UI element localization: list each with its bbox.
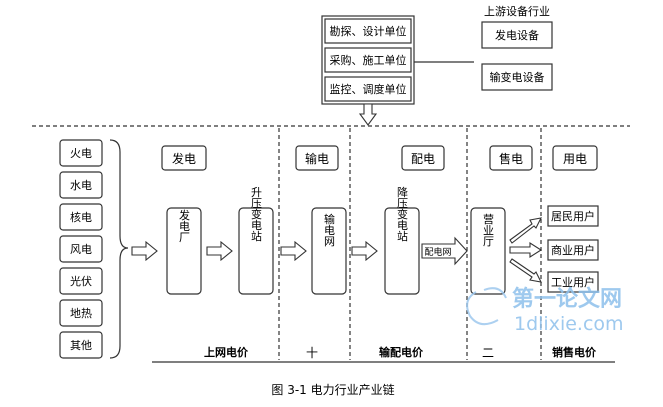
upstream-unit-box <box>324 18 412 44</box>
upstream-unit-monitoring: 监控、调度单位 <box>330 82 407 96</box>
stage-distribution: 配电 <box>411 152 435 166</box>
user-box <box>547 205 599 227</box>
stage-box <box>401 145 445 171</box>
stage-sales: 售电 <box>499 151 523 166</box>
arrow-right-icon <box>206 240 233 262</box>
source-geothermal: 地热 <box>70 307 92 320</box>
upstream-down-arrow <box>358 103 378 126</box>
stage-transmission: 输电 <box>305 151 329 166</box>
source-thermal: 火电 <box>70 147 92 160</box>
stage-box <box>161 145 207 171</box>
stage-box <box>295 145 339 171</box>
node-box <box>384 207 420 295</box>
figure-caption: 图 3-1 电力行业产业链 <box>271 382 394 397</box>
arrow-down-right-icon <box>509 258 542 283</box>
user-industrial: 工业用户 <box>551 275 595 289</box>
price-plus-sign: 十 <box>306 346 318 360</box>
arrow-right-icon <box>131 240 158 262</box>
user-residential: 居民用户 <box>551 209 595 223</box>
source-box <box>59 235 103 263</box>
price-grid: 上网电价 <box>204 345 249 359</box>
price-sales: 销售电价 <box>552 345 597 359</box>
distribution-network-arrow <box>421 236 468 266</box>
node-step-up-substation: 升压变电站 <box>250 186 263 242</box>
source-box <box>59 139 103 167</box>
stage-box <box>552 145 598 171</box>
sources-brace <box>109 139 129 359</box>
stage-consumption: 用电 <box>563 152 587 166</box>
upstream-unit-survey: 勘探、设计单位 <box>330 24 407 38</box>
stage-box <box>489 145 533 171</box>
distribution-network-label: 配电网 <box>424 246 451 258</box>
source-hydro: 水电 <box>70 179 92 192</box>
watermark-title: 第一论文网 <box>512 286 622 312</box>
upstream-unit-box <box>324 76 412 102</box>
arrow-right-icon <box>351 240 378 262</box>
source-nuclear: 核电 <box>70 210 92 224</box>
upstream-unit-procurement: 采购、施工单位 <box>330 53 407 67</box>
equipment-generation: 发电设备 <box>495 28 539 42</box>
watermark-logo-icon <box>466 291 499 326</box>
source-other: 其他 <box>70 339 92 352</box>
node-box <box>166 207 202 295</box>
source-wind: 风电 <box>70 243 92 256</box>
price-equals-sign: 二 <box>482 346 494 360</box>
upstream-equipment-group: 上游设备行业 发电设备 输变电设备 <box>414 4 553 91</box>
source-box <box>59 299 103 327</box>
node-transmission-grid: 输电网 <box>323 212 336 247</box>
upstream-unit-box <box>324 47 412 73</box>
arrow-up-right-icon <box>509 217 542 244</box>
node-power-plant: 发电厂 <box>178 208 191 242</box>
equipment-box <box>481 21 553 49</box>
user-box <box>547 239 599 261</box>
node-box <box>470 207 506 295</box>
source-box <box>59 331 103 359</box>
price-transmission-distribution: 输配电价 <box>379 345 424 359</box>
node-box <box>238 207 274 295</box>
node-step-down-substation: 降压变电站 <box>396 185 409 242</box>
energy-sources-group: 火电 水电 核电 风电 光伏 地热 其他 <box>59 139 129 359</box>
watermark: 第一论文网 1dlixie.com <box>466 286 624 335</box>
watermark-logo-icon <box>483 287 507 299</box>
source-box <box>59 203 103 231</box>
source-box <box>59 171 103 199</box>
user-commercial: 商业用户 <box>551 243 595 257</box>
source-box <box>59 267 103 295</box>
node-box <box>311 207 347 295</box>
upstream-units-group: 勘探、设计单位 采购、施工单位 监控、调度单位 <box>321 15 415 126</box>
user-box <box>547 271 599 293</box>
equipment-transmission: 输变电设备 <box>490 70 545 84</box>
equipment-box <box>481 63 553 91</box>
node-sales-hall: 营业厅 <box>482 212 495 246</box>
upstream-industry-title: 上游设备行业 <box>484 4 550 18</box>
source-solar: 光伏 <box>70 274 92 288</box>
stage-generation: 发电 <box>172 151 196 166</box>
arrow-right-icon <box>509 241 543 259</box>
watermark-url: 1dlixie.com <box>514 313 624 335</box>
arrow-right-icon <box>280 240 307 262</box>
